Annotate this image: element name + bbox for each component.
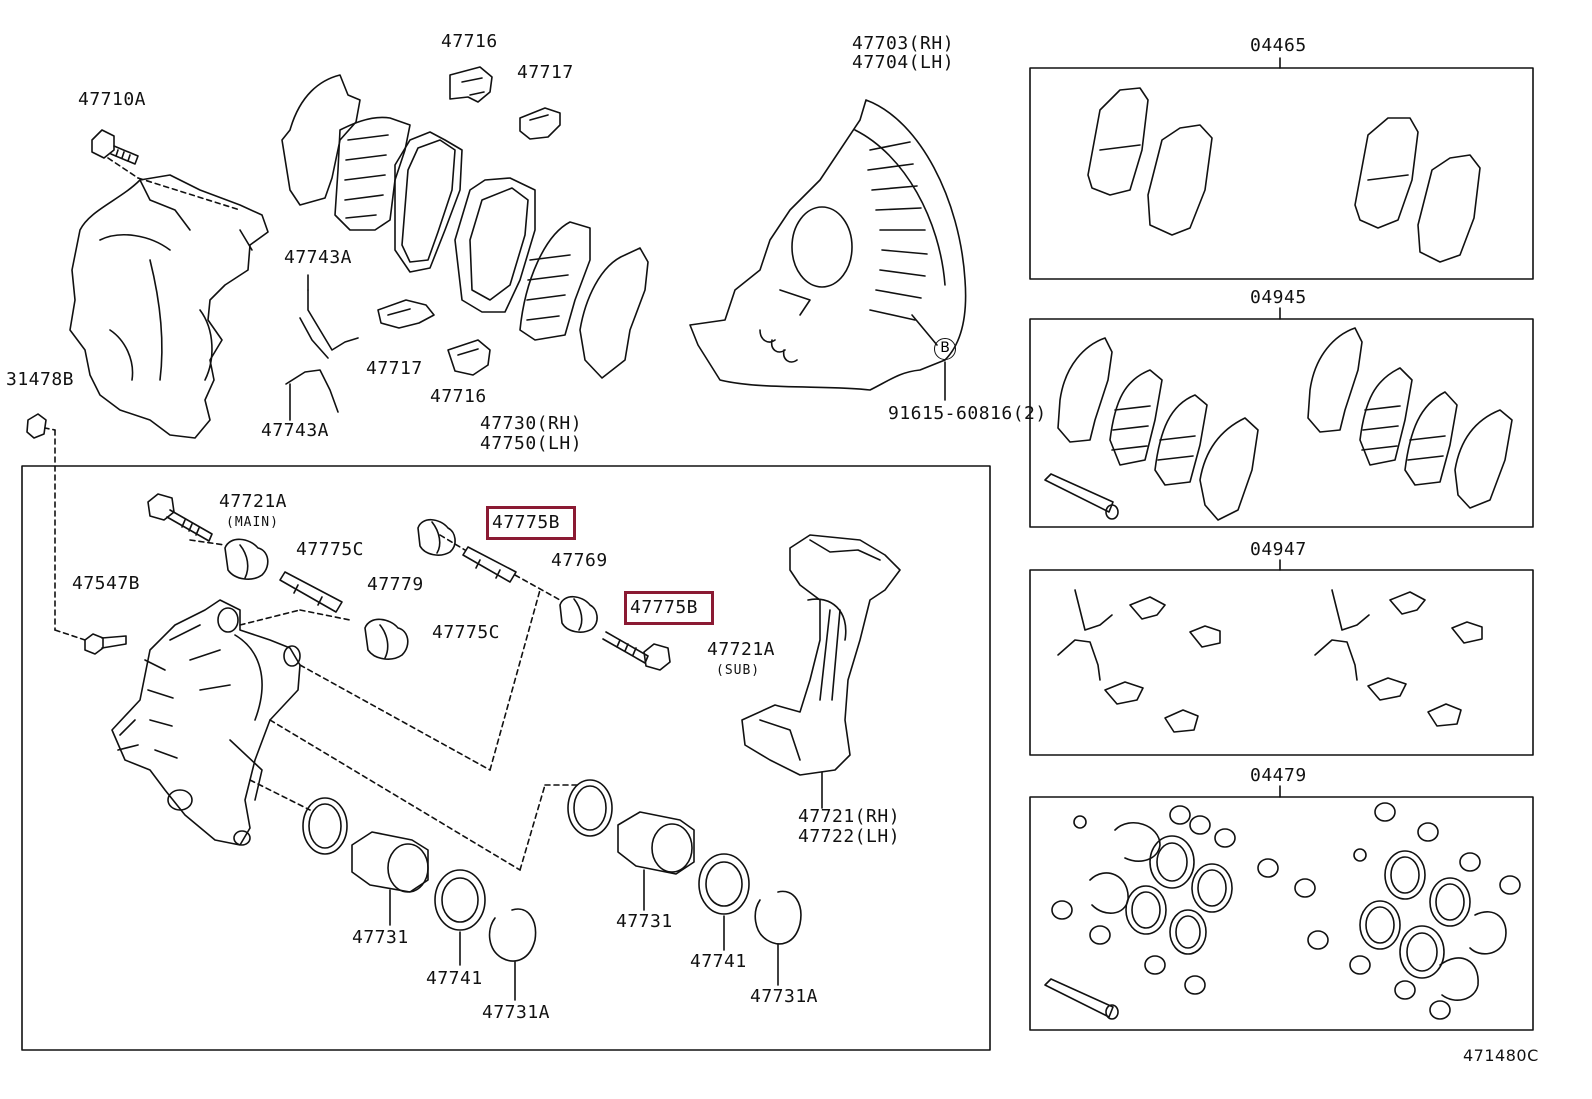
wire-47743a-drawing — [285, 274, 359, 421]
pad-set-top-drawing — [281, 74, 649, 379]
kit-04465-frame — [1029, 67, 1534, 280]
dust-cover-drawing — [689, 99, 967, 401]
label-47704[interactable]: 47704(LH) — [852, 52, 955, 73]
label-47717-bottom[interactable]: 47717 — [366, 358, 423, 379]
label-47716-bottom[interactable]: 47716 — [430, 386, 487, 407]
label-47775b-2[interactable]: 47775B — [630, 597, 699, 618]
kit-04479-contents-drawing — [1044, 802, 1521, 1020]
guide-lines-drawing — [189, 534, 581, 871]
label-47731-left[interactable]: 47731 — [352, 927, 409, 948]
label-sub-note: (SUB) — [716, 663, 761, 678]
label-47775b-1[interactable]: 47775B — [492, 512, 561, 533]
label-47716-top[interactable]: 47716 — [441, 31, 498, 52]
highlight-47775b-2 — [624, 591, 714, 625]
label-31478b[interactable]: 31478B — [6, 369, 75, 390]
bolt-47721a-sub-drawing — [602, 631, 671, 671]
kit-04945-contents-drawing — [1044, 327, 1513, 521]
label-47721a-main[interactable]: 47721A — [219, 491, 288, 512]
marker-b: B — [934, 338, 956, 360]
kit-04947-contents-drawing — [1057, 589, 1483, 733]
label-47703[interactable]: 47703(RH) — [852, 33, 955, 54]
boot-47775c-2-drawing — [364, 618, 409, 660]
highlight-47775b-1 — [486, 506, 576, 540]
label-47717-top[interactable]: 47717 — [517, 62, 574, 83]
piston-left-drawing — [302, 797, 537, 1001]
label-kit-04947[interactable]: 04947 — [1250, 539, 1307, 560]
caliper-body-drawing — [111, 599, 301, 846]
label-47775c-1[interactable]: 47775C — [296, 539, 365, 560]
bolt-47710a-drawing — [91, 129, 241, 211]
label-47743a-top[interactable]: 47743A — [284, 247, 353, 268]
bolt-47721a-main-drawing — [147, 493, 213, 542]
knuckle-drawing — [69, 174, 269, 439]
diagram-code: 471480C — [1463, 1046, 1539, 1065]
label-kit-04479[interactable]: 04479 — [1250, 765, 1307, 786]
mounting-bracket-drawing — [741, 534, 901, 776]
label-47731a-left[interactable]: 47731A — [482, 1002, 551, 1023]
label-kit-04465[interactable]: 04465 — [1250, 35, 1307, 56]
piston-right-drawing — [567, 771, 823, 986]
label-47741-right[interactable]: 47741 — [690, 951, 747, 972]
label-47730[interactable]: 47730(RH) — [480, 413, 583, 434]
boot-47775b-1-drawing — [417, 518, 456, 556]
caliper-assembly-frame — [21, 465, 991, 1051]
label-47547b[interactable]: 47547B — [72, 573, 141, 594]
bleeder-47547b-drawing — [84, 633, 127, 655]
label-47741-left[interactable]: 47741 — [426, 968, 483, 989]
kit-04945-frame — [1029, 318, 1534, 528]
label-47731a-right[interactable]: 47731A — [750, 986, 819, 1007]
kit-04465-contents-drawing — [1087, 87, 1481, 263]
clips-top-drawing — [377, 66, 561, 376]
part-31478b-drawing — [26, 413, 86, 641]
label-47750[interactable]: 47750(LH) — [480, 433, 583, 454]
boot-47775c-1-drawing — [224, 538, 269, 580]
pin-47779-drawing — [279, 571, 343, 613]
boot-47775b-2-drawing — [559, 595, 598, 633]
label-47779[interactable]: 47779 — [367, 574, 424, 595]
label-91615[interactable]: 91615-60816(2) — [888, 403, 1047, 424]
label-47710a[interactable]: 47710A — [78, 89, 147, 110]
label-kit-04945[interactable]: 04945 — [1250, 287, 1307, 308]
label-47743a-bottom[interactable]: 47743A — [261, 420, 330, 441]
pin-47769-drawing — [462, 546, 517, 583]
kit-04947-frame — [1029, 569, 1534, 756]
label-47721a-sub[interactable]: 47721A — [707, 639, 776, 660]
label-47731-right[interactable]: 47731 — [616, 911, 673, 932]
kit-04479-frame — [1029, 796, 1534, 1031]
label-47722[interactable]: 47722(LH) — [798, 826, 901, 847]
label-47769[interactable]: 47769 — [551, 550, 608, 571]
label-47721[interactable]: 47721(RH) — [798, 806, 901, 827]
label-47775c-2[interactable]: 47775C — [432, 622, 501, 643]
label-main-note: (MAIN) — [226, 515, 279, 530]
